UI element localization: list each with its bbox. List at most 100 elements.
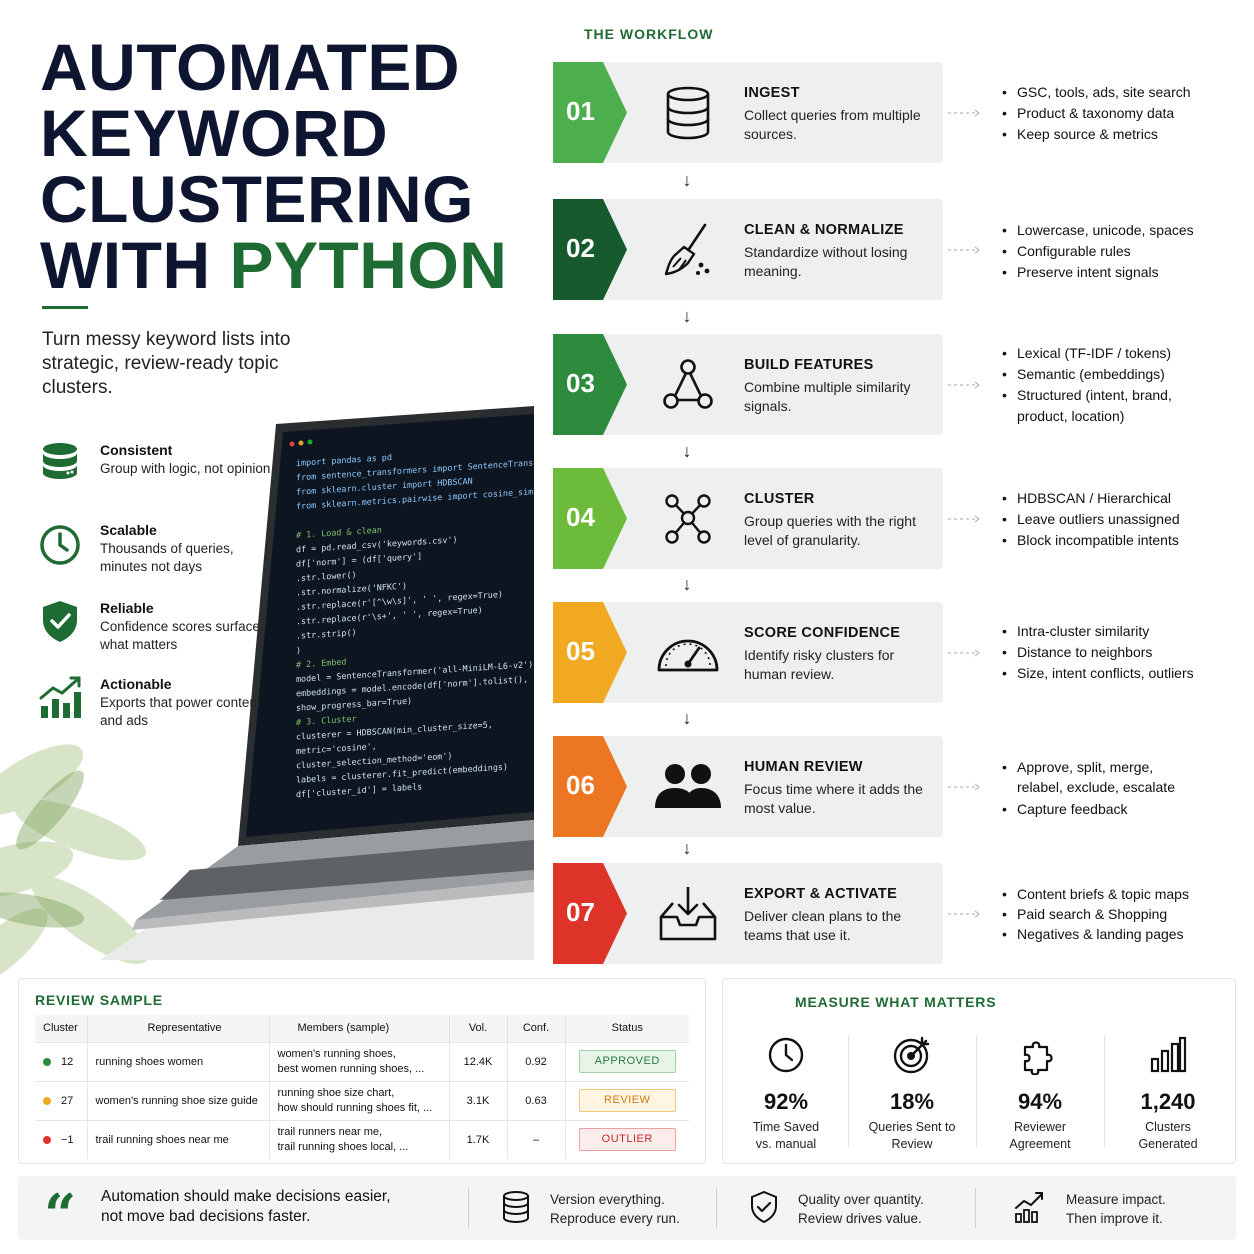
arrow-down-icon: ↓ (682, 306, 692, 326)
volume-cell: 3.1K (449, 1080, 508, 1120)
arrow-down-icon: ↓ (682, 708, 692, 728)
member-line: best women running shoes, ... (277, 1062, 425, 1075)
metric-value: 1,240 (1140, 1089, 1196, 1114)
benefit-consistent: Consistent Group with logic, not opinion (38, 438, 288, 508)
metric-value: 18% (889, 1089, 935, 1114)
clock-icon (768, 1037, 804, 1073)
step-number: 05 (566, 636, 595, 666)
step-badge: 05 (553, 602, 627, 703)
code-line: df['cluster_id'] = labels (296, 781, 422, 799)
status-badge[interactable]: APPROVED (578, 1050, 676, 1073)
review-sample-panel: REVIEW SAMPLE Cluster Representative Mem… (18, 978, 706, 1164)
step-bullets-clean: Lowercase, unicode, spaces Configurable … (1002, 220, 1242, 283)
dashed-connector (948, 649, 980, 657)
workflow-step-review: 06 HUMAN REVIEW Focus time where it adds… (553, 736, 943, 837)
title-divider (42, 306, 88, 309)
metric-value: 92% (763, 1089, 809, 1114)
dashed-connector (948, 910, 980, 918)
workflow-step-confidence: 05 SCORE CONFIDENCE Identify risky clust… (553, 602, 943, 703)
title-line-2: KEYWORD (40, 96, 389, 170)
step-title: EXPORT & ACTIVATE (744, 886, 898, 902)
representative-cell: women's running shoe size guide (87, 1080, 270, 1120)
table-row[interactable]: −1 trail running shoes near me trail run… (35, 1119, 689, 1159)
bullet-item: Structured (intent, brand, product, loca… (1002, 385, 1192, 427)
step-number: 07 (566, 897, 595, 927)
workflow-step-features: 03 BUILD FEATURES Combine multiple simil… (553, 334, 943, 435)
status-cell: OUTLIER (565, 1119, 689, 1159)
step-number: 01 (566, 96, 595, 126)
bullet-item: Leave outliers unassigned (1002, 509, 1242, 530)
benefit-title: Scalable (100, 522, 157, 538)
column-header: Conf. (507, 1015, 566, 1042)
status-cell: APPROVED (565, 1041, 689, 1081)
bullet-item: Lexical (TF-IDF / tokens) (1002, 343, 1192, 364)
column-header: Vol. (449, 1015, 508, 1042)
bullet-item: Distance to neighbors (1002, 642, 1242, 663)
benefit-desc: Confidence scores surface what matters (100, 619, 260, 652)
step-bullets-confidence: Intra-cluster similarity Distance to nei… (1002, 621, 1242, 684)
divider (848, 1035, 849, 1147)
target-icon (893, 1036, 930, 1074)
database-icon (503, 1191, 529, 1224)
dashed-connector (948, 246, 980, 254)
step-desc: Deliver clean plans to the teams that us… (744, 908, 902, 943)
table-row[interactable]: 12 running shoes women women's running s… (35, 1041, 689, 1081)
bullet-item: Paid search & Shopping (1002, 904, 1242, 924)
footer-bar: “ Automation should make decisions easie… (18, 1176, 1236, 1248)
step-desc: Focus time where it adds the most value. (744, 781, 923, 816)
representative-cell: running shoes women (87, 1041, 270, 1081)
benefit-desc: Exports that power content and ads (100, 695, 261, 728)
table-header-row: Cluster Representative Members (sample) … (35, 1015, 689, 1042)
dashed-connector (948, 515, 980, 523)
step-desc: Combine multiple similarity signals. (744, 379, 911, 414)
page-title: AUTOMATED KEYWORD CLUSTERING WITH PYTHON (40, 34, 507, 298)
workflow-step-export: 07 EXPORT & ACTIVATE Deliver clean plans… (553, 863, 943, 964)
database-icon (43, 443, 77, 479)
code-line: show_progress_bar=True) (296, 696, 412, 713)
principle-line: Review drives value. (798, 1211, 922, 1226)
status-badge[interactable]: OUTLIER (578, 1128, 676, 1152)
benefit-desc: Group with logic, not opinion (100, 461, 271, 476)
step-desc: Identify risky clusters for human review… (744, 647, 895, 682)
code-line: # 2. Embed (296, 656, 346, 669)
plant-decoration (0, 744, 149, 980)
code-line: ) (296, 645, 301, 655)
footer-principle: Version everything.Reproduce every run. (550, 1190, 730, 1228)
code-line: df['norm'] = (df['query'] (296, 551, 422, 569)
bullet-item: Block incompatible intents (1002, 530, 1242, 551)
status-badge[interactable]: REVIEW (578, 1089, 676, 1112)
table-row[interactable]: 27 women's running shoe size guide runni… (35, 1080, 689, 1120)
step-badge: 01 (553, 62, 627, 163)
benefit-desc: Thousands of queries, minutes not days (100, 541, 234, 574)
metric-label-line: vs. manual (755, 1137, 817, 1151)
status-dot (43, 1096, 51, 1105)
step-desc: Standardize without losing meaning. (744, 244, 908, 279)
member-line: running shoe size chart, (277, 1086, 395, 1099)
benefit-actionable: Actionable Exports that power content an… (38, 672, 288, 742)
step-title: BUILD FEATURES (744, 357, 874, 373)
users-icon (655, 764, 721, 808)
column-header: Members (sample) (269, 1015, 450, 1042)
step-title: SCORE CONFIDENCE (744, 625, 901, 641)
review-heading: REVIEW SAMPLE (35, 992, 163, 1008)
members-cell: women's running shoes,best women running… (269, 1041, 450, 1081)
representative-cell: trail running shoes near me (87, 1119, 270, 1159)
bullet-item: Size, intent conflicts, outliers (1002, 663, 1242, 684)
bullet-item: GSC, tools, ads, site search (1002, 82, 1242, 103)
step-number: 06 (566, 770, 595, 800)
bullet-item: Content briefs & topic maps (1002, 884, 1242, 904)
inbox-download-icon (659, 887, 717, 941)
review-table: Cluster Representative Members (sample) … (35, 1015, 689, 1159)
quote-line: not move bad decisions faster. (101, 1208, 311, 1225)
step-bullets-export: Content briefs & topic maps Paid search … (1002, 884, 1242, 944)
divider (976, 1035, 977, 1147)
bullet-item: Preserve intent signals (1002, 262, 1242, 283)
footer-principle: Measure impact.Then improve it. (1066, 1190, 1246, 1228)
step-bullets-ingest: GSC, tools, ads, site search Product & t… (1002, 82, 1242, 145)
divider (716, 1188, 717, 1228)
